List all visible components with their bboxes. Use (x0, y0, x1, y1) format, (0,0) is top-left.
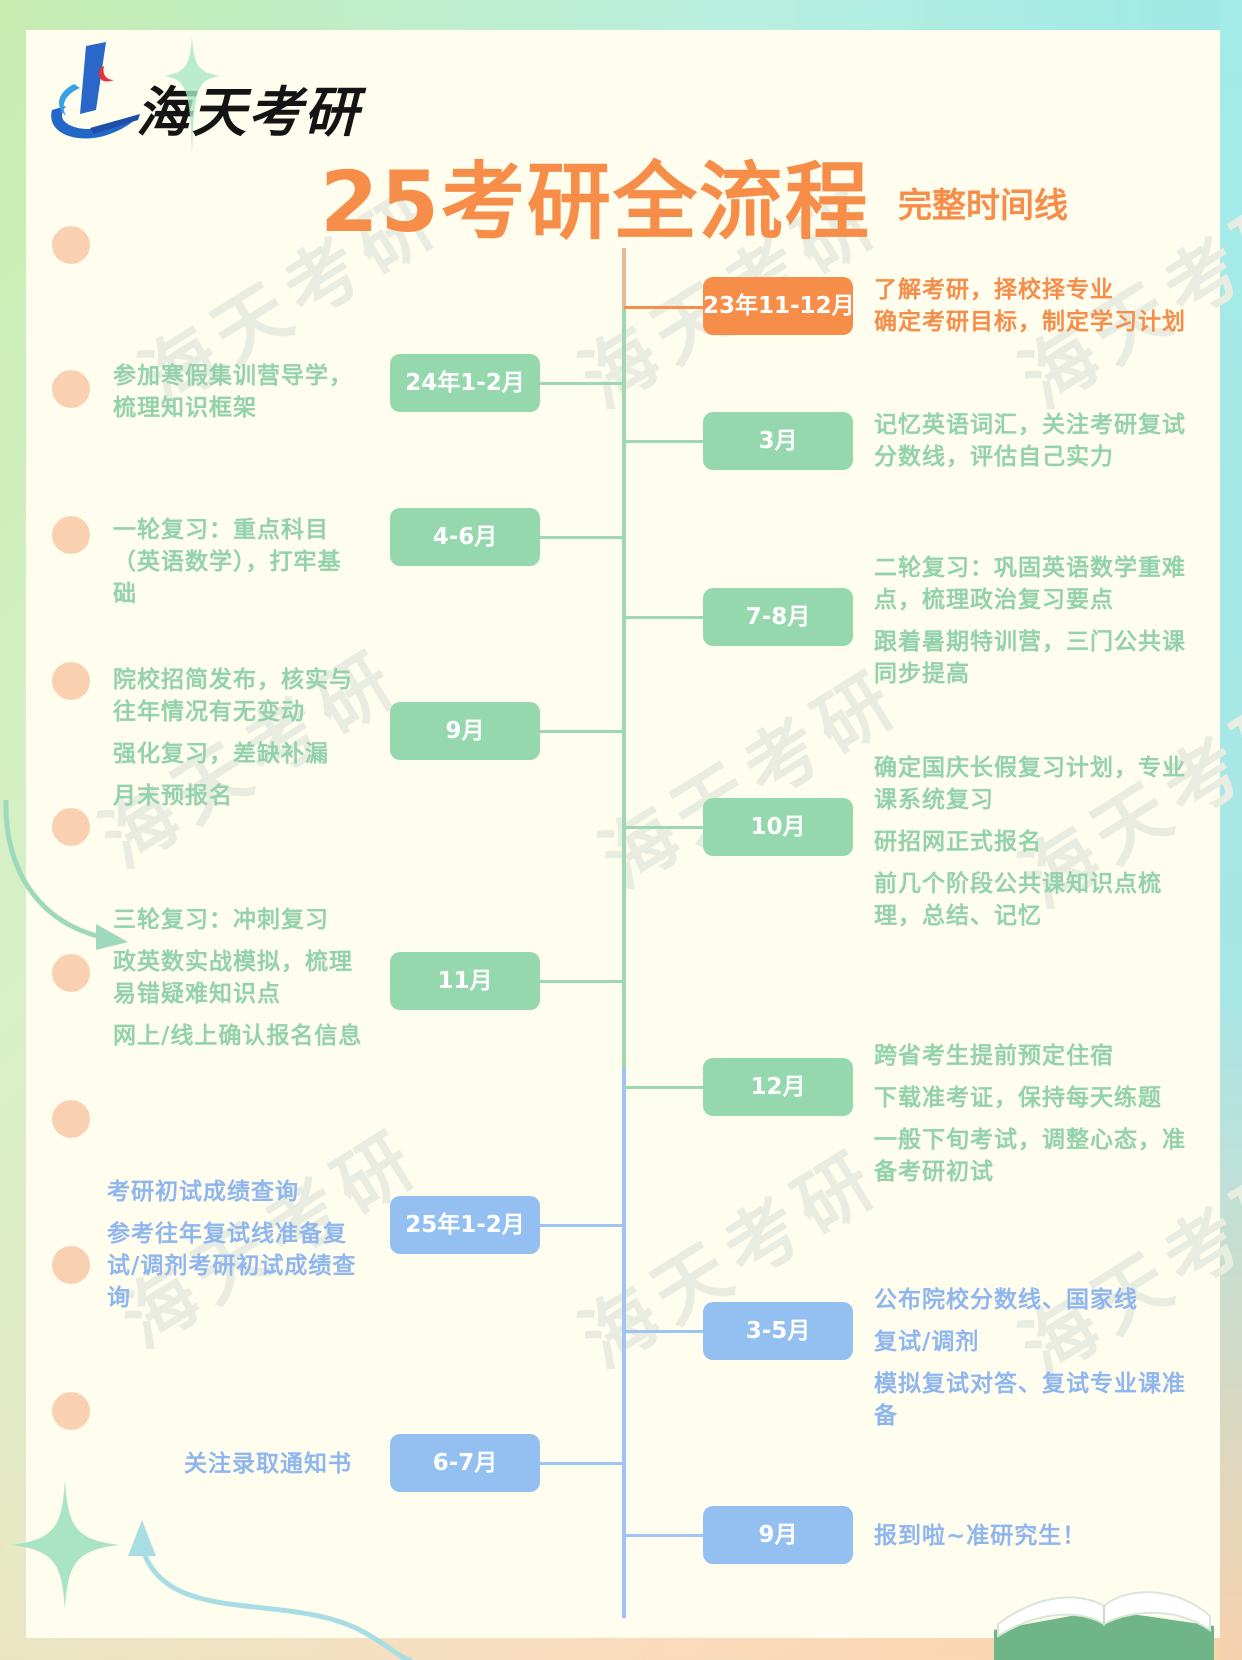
timeline-description: 跨省考生提前预定住宿 下载准考证，保持每天练题 一般下旬考试，调整心态，准备考研… (874, 1040, 1204, 1198)
timeline-description: 参加寒假集训营导学，梳理知识框架 (113, 360, 363, 434)
timeline-date-pill: 6-7月 (390, 1434, 540, 1492)
timeline-date-pill: 7-8月 (703, 588, 853, 646)
timeline-description: 考研初试成绩查询 参考往年复试线准备复试/调剂考研初试成绩查询 (107, 1176, 377, 1324)
timeline-connector (624, 616, 704, 619)
timeline-description: 二轮复习：巩固英语数学重难点，梳理政治复习要点 跟着暑期特训营，三门公共课同步提… (874, 552, 1204, 700)
timeline-date-pill: 9月 (390, 702, 540, 760)
sparkle-icon (164, 36, 220, 156)
timeline-text: 了解考研，择校择专业 (874, 277, 1114, 303)
decor-dot (52, 662, 90, 700)
timeline-text: 报到啦~准研究生！ (874, 1523, 1087, 1549)
timeline-text: 前几个阶段公共课知识点梳理，总结、记忆 (874, 871, 1162, 929)
book-icon (994, 1591, 1214, 1660)
timeline-description: 记忆英语词汇，关注考研复试分数线，评估自己实力 (874, 409, 1204, 483)
page-subtitle: 完整时间线 (898, 186, 1068, 226)
logo-mark-icon (51, 42, 140, 139)
decor-dot (52, 1392, 90, 1430)
timeline-text: 院校招简发布，核实与往年情况有无变动 (113, 667, 353, 725)
timeline-text: 三轮复习：冲刺复习 (113, 907, 329, 933)
timeline-text: 跨省考生提前预定住宿 (874, 1043, 1114, 1069)
timeline-date-pill: 11月 (390, 952, 540, 1010)
timeline-date-pill: 9月 (703, 1506, 853, 1564)
timeline-date-pill: 10月 (703, 798, 853, 856)
decor-dot (52, 1246, 90, 1284)
timeline-date-pill: 12月 (703, 1058, 853, 1116)
timeline-connector (624, 440, 704, 443)
timeline-description: 院校招简发布，核实与往年情况有无变动 强化复习，差缺补漏 月末预报名 (113, 664, 363, 822)
curved-arrow-icon (128, 1520, 413, 1660)
timeline-text: 参考往年复试线准备复试/调剂考研初试成绩查询 (107, 1221, 357, 1311)
timeline-date-pill: 23年11-12月 (703, 277, 855, 335)
top-frame (0, 0, 1242, 30)
page-title: 25考研全流程 (320, 153, 871, 251)
timeline-description: 公布院校分数线、国家线 复试/调剂 模拟复试对答、复试专业课准备 (874, 1284, 1204, 1442)
timeline-connector (539, 730, 623, 733)
timeline-text: 公布院校分数线、国家线 (874, 1287, 1138, 1313)
timeline-connector (624, 306, 704, 309)
timeline-text: 二轮复习：巩固英语数学重难点，梳理政治复习要点 (874, 555, 1186, 613)
timeline-text: 一轮复习：重点科目（英语数学），打牢基础 (113, 517, 342, 607)
timeline-date-pill: 4-6月 (390, 508, 540, 566)
timeline-description: 三轮复习：冲刺复习 政英数实战模拟，梳理易错疑难知识点 网上/线上确认报名信息 (113, 904, 373, 1062)
timeline-text: 记忆英语词汇，关注考研复试分数线，评估自己实力 (874, 412, 1186, 470)
timeline-text: 模拟复试对答、复试专业课准备 (874, 1371, 1186, 1429)
timeline-description: 报到啦~准研究生！ (874, 1520, 1204, 1562)
timeline-text: 强化复习，差缺补漏 (113, 741, 329, 767)
timeline-text: 确定国庆长假复习计划，专业课系统复习 (874, 755, 1186, 813)
timeline-text: 网上/线上确认报名信息 (113, 1023, 363, 1049)
right-frame (1220, 0, 1242, 1660)
timeline-text: 参加寒假集训营导学，梳理知识框架 (113, 363, 353, 421)
brand-name: 海天考研 (136, 80, 360, 144)
timeline-text: 下载准考证，保持每天练题 (874, 1085, 1162, 1111)
timeline-description: 关注录取通知书 (184, 1448, 374, 1490)
timeline-description: 确定国庆长假复习计划，专业课系统复习 研招网正式报名 前几个阶段公共课知识点梳理… (874, 752, 1204, 942)
timeline-date-pill: 3-5月 (703, 1302, 853, 1360)
brand-logo: 海天考研 (44, 40, 364, 150)
timeline-connector (539, 536, 623, 539)
timeline-text: 跟着暑期特训营，三门公共课同步提高 (874, 629, 1186, 687)
timeline-text: 研招网正式报名 (874, 829, 1042, 855)
decor-dot (52, 226, 90, 264)
decor-dot (52, 954, 90, 992)
timeline-connector (624, 1086, 704, 1089)
decor-dot (52, 1100, 90, 1138)
timeline-connector (539, 1462, 623, 1465)
timeline-connector (624, 1330, 704, 1333)
decor-dot (52, 808, 90, 846)
timeline-text: 月末预报名 (113, 783, 233, 809)
timeline-text: 考研初试成绩查询 (107, 1179, 299, 1205)
decor-dot (52, 370, 90, 408)
timeline-text: 确定考研目标，制定学习计划 (874, 309, 1186, 335)
timeline-connector (624, 1534, 704, 1537)
timeline-connector (539, 980, 623, 983)
decor-dot (52, 516, 90, 554)
timeline-connector (624, 826, 704, 829)
timeline-description: 了解考研，择校择专业 确定考研目标，制定学习计划 (874, 274, 1204, 348)
sparkle-icon (10, 1480, 120, 1610)
timeline-text: 关注录取通知书 (184, 1451, 352, 1477)
timeline-text: 一般下旬考试，调整心态，准备考研初试 (874, 1127, 1186, 1185)
curved-arrow-icon (3, 800, 128, 950)
timeline-description: 一轮复习：重点科目（英语数学），打牢基础 (113, 514, 363, 620)
timeline-date-pill: 3月 (703, 412, 853, 470)
timeline-text: 复试/调剂 (874, 1329, 980, 1355)
timeline-date-pill: 25年1-2月 (390, 1196, 540, 1254)
timeline-text: 政英数实战模拟，梳理易错疑难知识点 (113, 949, 353, 1007)
timeline-axis-start (622, 248, 626, 308)
timeline-axis-green (622, 248, 626, 1068)
timeline-connector (539, 382, 623, 385)
timeline-connector (539, 1224, 623, 1227)
timeline-date-pill: 24年1-2月 (390, 354, 540, 412)
timeline-axis-blue (622, 1068, 626, 1618)
